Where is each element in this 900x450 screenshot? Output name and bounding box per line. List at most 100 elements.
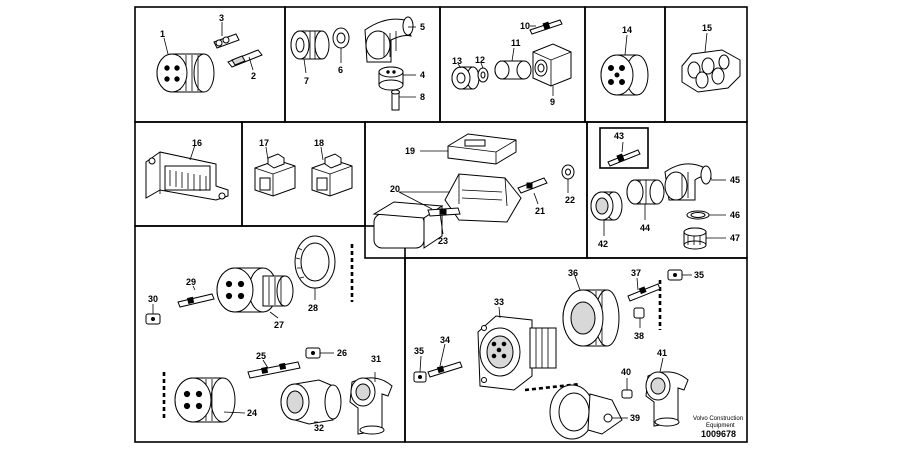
part-42-insert: [590, 191, 623, 221]
part-label-22: 22: [565, 195, 575, 205]
part-5-elbow-housing: [364, 16, 414, 63]
part-45-elbow-housing: [664, 163, 713, 201]
part-40-plug: [621, 389, 633, 399]
part-44-sleeve: [626, 179, 665, 205]
part-36-coupling-nut: [562, 289, 620, 347]
part-label-12: 12: [475, 55, 485, 65]
part-20-plug-head: [372, 201, 444, 249]
part-46-seal-ring: [686, 210, 710, 220]
part-6-seal-ring: [332, 27, 350, 49]
part-label-31: 31: [371, 354, 381, 364]
part-label-7: 7: [304, 76, 309, 86]
part-label-18: 18: [314, 138, 324, 148]
part-29-pin: [177, 293, 215, 308]
part-14-insert: [600, 54, 649, 96]
part-label-27: 27: [274, 320, 284, 330]
panel-b: [284, 6, 441, 123]
part-39-cap-ring: [549, 384, 623, 440]
part-19-cover: [447, 133, 517, 165]
part-label-37: 37: [631, 268, 641, 278]
part-label-20: 20: [390, 184, 400, 194]
part-34-pin: [427, 361, 463, 378]
part-label-19: 19: [405, 146, 415, 156]
part-8-pin: [391, 89, 400, 111]
part-47-cap: [683, 227, 707, 250]
part-43-contact-pin: [607, 149, 641, 167]
part-label-43: 43: [614, 131, 624, 141]
part-label-13: 13: [452, 56, 462, 66]
part-label-35-right: 35: [694, 270, 704, 280]
part-18-relay-housing: [311, 153, 353, 197]
part-label-3: 3: [219, 13, 224, 23]
part-3-sealing-plug: [213, 33, 240, 49]
part-37-terminal: [627, 283, 661, 302]
part-label-39: 39: [630, 413, 640, 423]
part-label-4: 4: [420, 70, 425, 80]
panel-k: [404, 257, 748, 443]
part-label-23: 23: [438, 236, 448, 246]
document-number: 1009678: [701, 429, 736, 439]
part-label-47: 47: [730, 233, 740, 243]
part-16-terminal-block: [145, 151, 229, 201]
part-23-clip: [427, 207, 461, 217]
brand-name-line-2: Equipment: [706, 423, 735, 429]
part-label-30: 30: [148, 294, 158, 304]
part-label-46: 46: [730, 210, 740, 220]
part-label-1: 1: [160, 29, 165, 39]
part-1-connector-housing: [156, 53, 215, 93]
part-label-10: 10: [520, 21, 530, 31]
panel-frames: [134, 6, 748, 443]
part-label-36: 36: [568, 268, 578, 278]
part-20-connector-body: [444, 173, 522, 223]
panel-i-inset: [599, 127, 649, 169]
part-label-29: 29: [186, 277, 196, 287]
part-label-5: 5: [420, 22, 425, 32]
part-28-coupling-ring: [294, 235, 336, 289]
part-label-14: 14: [622, 25, 632, 35]
part-label-32: 32: [314, 423, 324, 433]
part-31-elbow-housing: [349, 377, 393, 435]
part-12-washer: [477, 67, 489, 83]
part-label-2: 2: [251, 71, 256, 81]
part-label-34: 34: [440, 335, 450, 345]
part-label-28: 28: [308, 303, 318, 313]
part-35-left-plug: [413, 371, 427, 383]
brand-name-line-1: Volvo Construction: [693, 416, 743, 422]
part-26-plug: [305, 347, 321, 359]
part-22-seal: [561, 164, 575, 180]
part-30-plug: [145, 313, 161, 325]
part-label-21: 21: [535, 206, 545, 216]
part-27-round-connector: [216, 267, 294, 313]
part-17-relay-housing: [254, 153, 296, 197]
part-label-9: 9: [550, 97, 555, 107]
part-4-cap: [378, 66, 404, 91]
part-label-38: 38: [634, 331, 644, 341]
part-label-42: 42: [598, 239, 608, 249]
part-label-41: 41: [657, 348, 667, 358]
part-35-top-plug: [667, 269, 683, 281]
part-label-25: 25: [256, 351, 266, 361]
part-25-terminal-strip: [247, 361, 301, 379]
part-label-15: 15: [702, 23, 712, 33]
part-9-square-housing: [532, 43, 572, 87]
part-label-44: 44: [640, 223, 650, 233]
part-label-35-left: 35: [414, 346, 424, 356]
part-41-elbow-housing: [645, 371, 689, 427]
part-label-16: 16: [192, 138, 202, 148]
dashed-assembly-line-k1: [524, 382, 581, 392]
part-label-11: 11: [511, 38, 521, 48]
part-33-flange-connector: [477, 315, 557, 391]
part-label-26: 26: [337, 348, 347, 358]
part-10-terminal: [529, 19, 563, 35]
part-32-straight-housing: [280, 379, 342, 425]
part-11-sleeve: [494, 60, 532, 80]
part-15-multi-insert: [681, 49, 741, 93]
part-label-24: 24: [247, 408, 257, 418]
part-21-terminal: [517, 177, 548, 194]
part-label-45: 45: [730, 175, 740, 185]
part-label-6: 6: [338, 65, 343, 75]
part-13-nut: [451, 66, 480, 90]
part-2-terminal-pin: [227, 49, 263, 68]
part-7-threaded-ring: [290, 30, 330, 60]
